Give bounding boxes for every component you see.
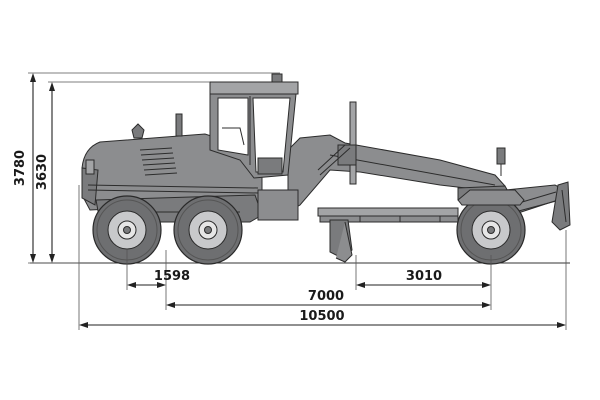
- motor-grader: [30, 73, 571, 265]
- rear-wheel-1: [92, 195, 162, 265]
- front-axle-to-blade-label: 3010: [406, 269, 442, 284]
- total-height-label: 3780: [13, 150, 28, 186]
- moldboard-blade: [317, 207, 459, 263]
- rear-wheel-2: [173, 195, 243, 265]
- overall-length-label: 10500: [299, 309, 344, 324]
- wheelbase-label: 7000: [308, 289, 344, 304]
- blade-lift-cylinders: [317, 101, 357, 185]
- cab-height-label: 3630: [35, 154, 50, 190]
- dimension-lines: 3780 3630 1598 3010 7000 10500: [13, 72, 567, 330]
- tandem-wheelbase-label: 1598: [154, 269, 190, 284]
- operator-cab: [209, 73, 299, 179]
- front-wheel: [456, 189, 526, 265]
